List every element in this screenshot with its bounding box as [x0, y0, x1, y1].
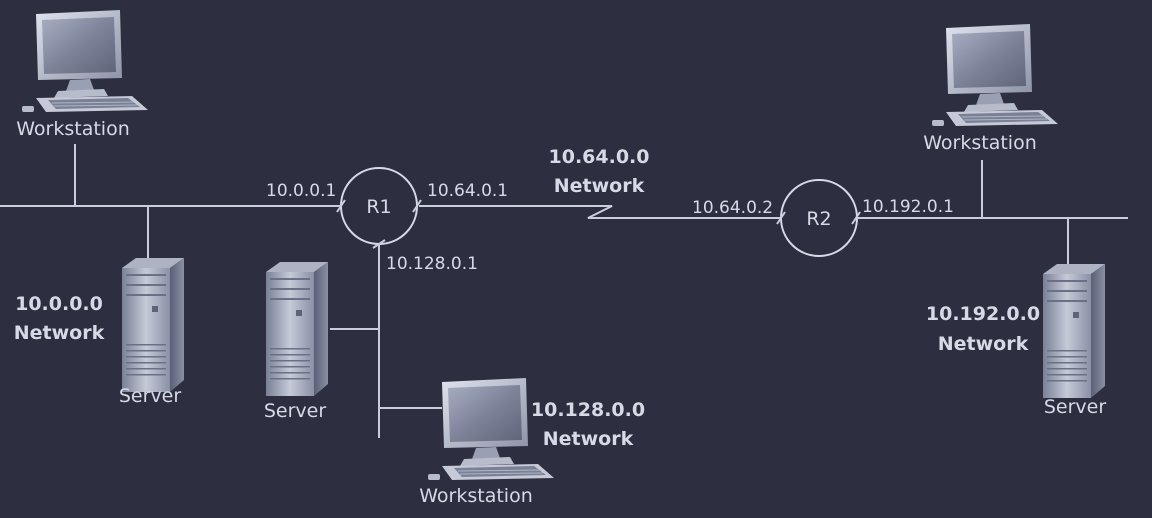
r1-bottom-ip: 10.128.0.1 — [386, 254, 478, 274]
network-label-10-128: 10.128.0.0 Network — [531, 399, 645, 450]
router-r1-label: R1 — [366, 196, 391, 218]
server-icon — [122, 258, 184, 392]
router-r2: R2 — [776, 179, 861, 257]
r2-left-ip: 10.64.0.2 — [692, 198, 773, 218]
router-r1: R1 — [336, 167, 422, 249]
device-label: Workstation — [923, 132, 1037, 154]
network-address: 10.64.0.0 — [549, 146, 650, 168]
r1-port-right — [412, 199, 422, 213]
network-label-10-192: 10.192.0.0 Network — [926, 303, 1040, 355]
workstation-icon — [931, 23, 1059, 127]
network-word: Network — [938, 333, 1029, 355]
workstation-icon — [21, 9, 149, 113]
workstation-left-top: Workstation — [16, 9, 149, 140]
server-icon — [1043, 264, 1105, 398]
r2-right-ip: 10.192.0.1 — [862, 197, 954, 217]
router-r2-label: R2 — [806, 208, 831, 230]
device-label: Server — [119, 385, 181, 407]
network-address: 10.0.0.0 — [15, 293, 103, 315]
server-left: Server — [119, 258, 184, 407]
r1-right-ip: 10.64.0.1 — [427, 181, 508, 201]
r1-port-bottom — [372, 239, 386, 249]
network-label-10-64: 10.64.0.0 Network — [549, 146, 650, 197]
device-label: Server — [264, 400, 326, 422]
workstation-right-top: Workstation — [923, 23, 1059, 154]
workstation-mid-bottom: Workstation — [419, 377, 555, 507]
network-label-10-0: 10.0.0.0 Network — [14, 293, 105, 344]
device-label: Workstation — [16, 118, 130, 140]
server-icon — [266, 262, 328, 396]
r2-port-right — [851, 211, 861, 225]
server-right: Server — [1043, 264, 1106, 418]
workstation-icon — [427, 377, 555, 481]
wan-link — [419, 205, 782, 219]
network-word: Network — [554, 175, 645, 197]
r1-port-left — [336, 199, 346, 213]
server-mid: Server — [264, 262, 328, 422]
network-word: Network — [543, 428, 634, 450]
network-address: 10.192.0.0 — [926, 303, 1040, 325]
r1-left-ip: 10.0.0.1 — [266, 181, 336, 201]
device-label: Server — [1044, 396, 1106, 418]
device-label: Workstation — [419, 485, 533, 507]
network-word: Network — [14, 322, 105, 344]
r2-port-left — [776, 211, 786, 225]
network-links — [0, 144, 1128, 438]
network-address: 10.128.0.0 — [531, 399, 645, 421]
